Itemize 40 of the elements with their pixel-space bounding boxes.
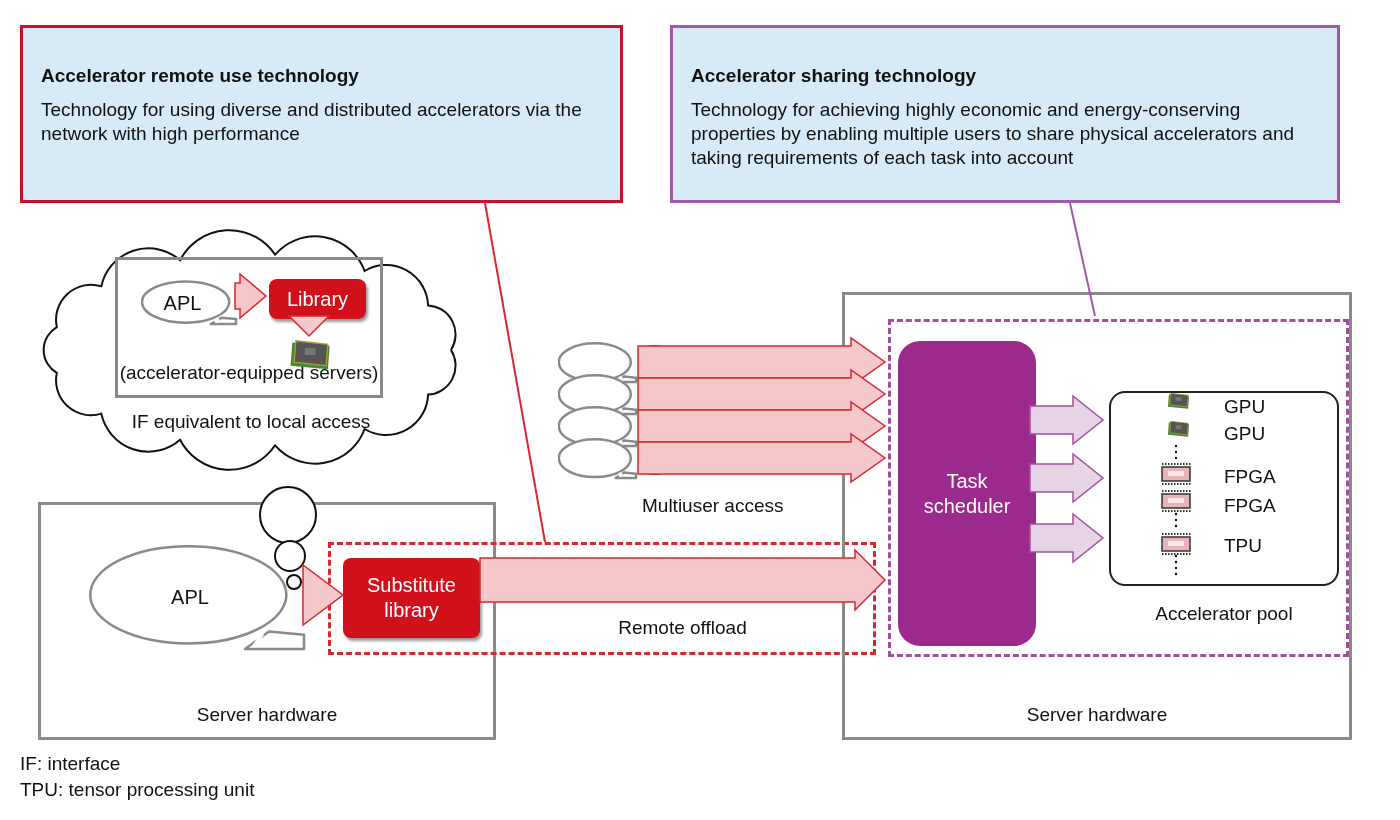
callout-title: Accelerator remote use technology: [41, 64, 360, 88]
callout-title: Accelerator sharing technology: [691, 64, 978, 88]
text-label: FPGA: [1224, 494, 1276, 518]
scheduler-label: Task scheduler: [922, 468, 1012, 519]
block-arrow: [637, 432, 887, 484]
frame-caption: Server hardware: [1026, 702, 1168, 727]
frame-box: [842, 292, 1352, 740]
callout-box: [670, 25, 1340, 203]
callout-text: Technology for using diverse and distributed accelerators via the network with high performance: [41, 98, 583, 146]
dashed-region: [888, 319, 1349, 657]
library-label: Substitute library: [366, 573, 457, 623]
text-label: Multiuser access: [642, 494, 784, 518]
frame-box: [38, 502, 496, 740]
scheduler-box: [898, 341, 1036, 646]
text-label: TPU: tensor processing unit: [20, 778, 255, 802]
text-label: IF: interface: [20, 752, 121, 776]
bubble-label: APL: [163, 291, 202, 316]
pool-caption: Accelerator pool: [1155, 602, 1293, 626]
block-arrow: [234, 272, 268, 320]
block-arrow: [1029, 512, 1105, 564]
frame-caption: (accelerator-equipped servers): [119, 360, 379, 385]
leader-line: [484, 202, 546, 543]
library-label: Library: [286, 286, 349, 312]
block-arrow: [1029, 452, 1105, 504]
block-arrow: [287, 315, 331, 338]
callout-box: [20, 25, 623, 203]
library-box: [343, 558, 480, 638]
text-label: FPGA: [1224, 465, 1276, 489]
block-arrow: [479, 548, 887, 612]
callout-text: Technology for achieving highly economic and energy-conserving properties by enabling multiple users to share physical accelerators and taking requirements of each task into account: [691, 98, 1296, 170]
frame-caption: Server hardware: [196, 702, 338, 727]
text-label: GPU: [1224, 395, 1266, 419]
text-label: GPU: [1224, 422, 1266, 446]
block-arrow: [1029, 394, 1105, 446]
library-box: [269, 279, 366, 319]
bubble-label: APL: [171, 585, 209, 610]
text-label: TPU: [1224, 534, 1262, 558]
block-arrow: [302, 563, 345, 627]
leader-line: [1069, 202, 1096, 317]
cloud-caption: IF equivalent to local access: [131, 410, 371, 434]
